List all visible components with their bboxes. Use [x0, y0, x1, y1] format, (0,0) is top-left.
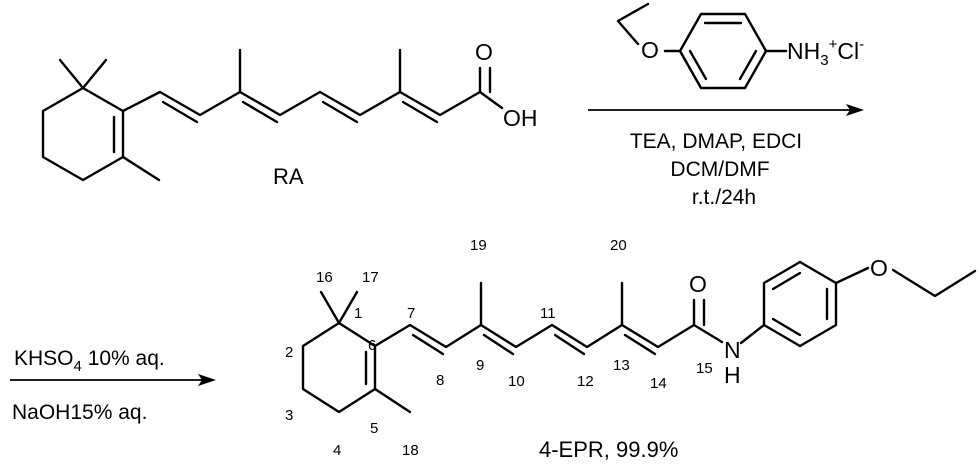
carbon-number-7: 7 — [407, 305, 415, 322]
reagent-ammonium-chloride: NH3+Cl- — [787, 36, 864, 69]
reagent-ethyl-bonds — [616, 2, 650, 46]
carbon-number-18: 18 — [402, 442, 419, 459]
ra-ring-bonds — [41, 86, 125, 182]
reagent-ring-double-2 — [738, 49, 758, 81]
ethoxyanilinium-chloride-structure: O NH3+Cl- — [616, 2, 864, 90]
carbon-number-1: 1 — [354, 305, 362, 322]
step1-condition-solvent: DCM/DMF — [670, 158, 769, 181]
epr-c-n-bond — [692, 323, 724, 344]
ammonium-charge: + — [829, 36, 838, 53]
ra-hydroxyl-group: OH — [503, 105, 538, 131]
carbon-number-12: 12 — [577, 373, 594, 390]
ra-gem-methyl-b — [81, 58, 108, 90]
ra-polyene-chain — [121, 48, 482, 117]
khso4-main: KHSO — [14, 347, 74, 370]
epr-aryl-o-bond — [834, 266, 870, 285]
carbon-number-2: 2 — [285, 344, 293, 361]
carbon-number-10: 10 — [508, 373, 525, 390]
epr-polyene-chain — [373, 281, 696, 349]
ammonium-subscript: 3 — [820, 52, 828, 69]
step1-condition-time: r.t./24h — [692, 186, 756, 209]
carbon-number-6: 6 — [368, 337, 376, 354]
khso4-subscript: 4 — [74, 358, 82, 375]
retinoic-acid-structure: O OH — [41, 39, 538, 182]
epr-phenyl-double-3 — [771, 317, 802, 337]
epr-ring-methyl-18 — [373, 387, 412, 414]
step1-arrow-head — [846, 104, 864, 116]
epr-double-bond-9-10 — [482, 333, 515, 356]
step2-condition-naoh: NaOH15% aq. — [12, 401, 147, 424]
carbon-number-16: 16 — [316, 269, 333, 286]
carbon-number-17: 17 — [362, 269, 379, 286]
epr-gem-methyl-17 — [337, 290, 359, 325]
epr-carbonyl-oxygen: O — [689, 271, 707, 297]
ra-double-bond-4 — [401, 100, 439, 124]
khso4-concentration: 10% aq. — [82, 347, 165, 370]
carbon-number-9: 9 — [476, 357, 484, 374]
step2-arrow-head — [198, 374, 216, 386]
step2-condition-khso4: KHSO4 10% aq. — [14, 347, 165, 375]
carbon-number-13: 13 — [613, 357, 630, 374]
reagent-benzene-ring — [678, 12, 768, 90]
epr-double-bond-11-12 — [553, 333, 586, 356]
chloride-cl: Cl — [837, 38, 859, 64]
epr-amide-hydrogen: H — [724, 362, 741, 388]
epr-gem-methyl-16 — [319, 290, 341, 325]
reactant-label: RA — [273, 164, 304, 189]
ra-double-bond-2 — [241, 100, 279, 124]
ra-hydroxyl-bond — [478, 90, 504, 110]
carbon-number-3: 3 — [285, 407, 293, 424]
reagent-ether-oxygen: O — [641, 37, 659, 63]
carbon-number-20: 20 — [610, 237, 627, 254]
carbon-number-15: 15 — [696, 360, 713, 377]
ra-double-bond-1 — [161, 100, 199, 124]
chloride-charge: - — [859, 36, 864, 53]
reagent-ring-double-3 — [688, 49, 708, 81]
carbon-number-8: 8 — [436, 372, 444, 389]
epr-ether-oxygen: O — [870, 255, 888, 281]
epr-double-bond-13-14 — [623, 333, 657, 356]
ra-gem-methyl-a — [58, 58, 85, 90]
carbon-numbering: 1 2 3 4 5 6 7 8 9 10 11 12 13 14 15 16 1… — [285, 237, 713, 459]
epr-phenyl-ring — [762, 260, 838, 348]
epr-double-bond-7-8 — [411, 333, 445, 356]
ra-ring-methyl — [121, 155, 161, 182]
ra-carbonyl-oxygen: O — [475, 39, 493, 65]
carbon-number-11: 11 — [540, 305, 556, 322]
product-label: 4-EPR, 99.9% — [539, 437, 678, 462]
carbon-number-19: 19 — [470, 237, 487, 254]
epr-amide-nitrogen: N — [724, 337, 741, 363]
epr-n-aryl-bond — [739, 323, 766, 345]
step2-arrow — [10, 374, 216, 386]
ammonium-nh: NH — [787, 38, 820, 64]
product-4-epr-structure: O N H O — [301, 255, 977, 414]
carbon-number-14: 14 — [650, 375, 667, 392]
epr-ethyl-bonds — [891, 268, 977, 298]
epr-ring-bonds — [301, 321, 377, 414]
carbon-number-5: 5 — [370, 420, 378, 437]
step1-condition-reagents: TEA, DMAP, EDCI — [630, 130, 802, 153]
carbon-number-4: 4 — [333, 442, 341, 459]
ra-double-bond-3 — [321, 100, 359, 124]
step1-arrow — [588, 104, 864, 116]
epr-phenyl-double-1 — [771, 271, 802, 291]
